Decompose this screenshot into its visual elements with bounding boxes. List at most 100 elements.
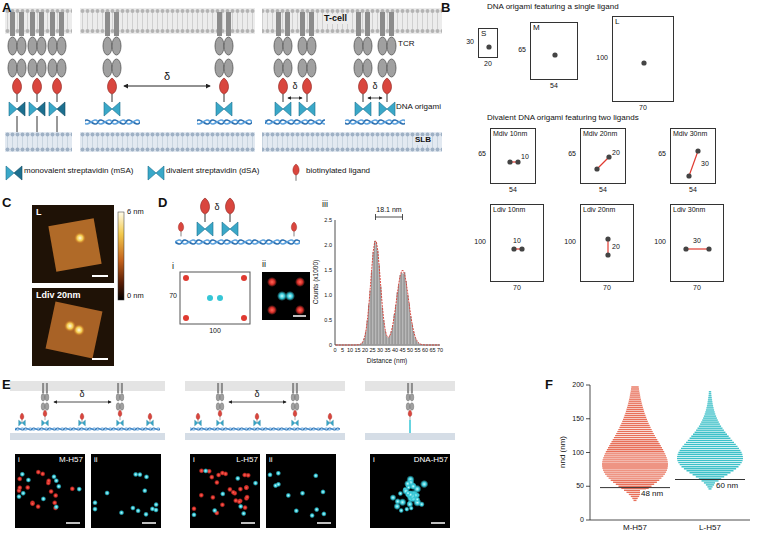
streptavidin-icon — [147, 420, 154, 426]
panel-e-art — [10, 381, 455, 528]
swarm-row — [677, 460, 742, 461]
histogram-bar — [391, 331, 392, 345]
histogram-bar — [388, 338, 389, 345]
spot — [35, 504, 41, 510]
figure-label: i — [18, 456, 20, 465]
swarm-row — [615, 435, 655, 436]
distance-value: 30 — [693, 237, 701, 245]
figure-label: 70 — [513, 284, 521, 292]
spot — [419, 501, 425, 507]
figure-label: 2.0 — [324, 242, 332, 248]
ligand-dot — [507, 159, 512, 164]
figure-label: C — [2, 196, 11, 210]
figure-label: i — [193, 456, 195, 465]
figure-label: 2.5 — [324, 217, 332, 223]
figure-label: nnd (nm) — [559, 436, 568, 468]
figure-label: 54 — [689, 186, 697, 194]
figure-label: 30 — [466, 38, 474, 46]
figure-label: 50 — [407, 347, 413, 353]
streptavidin-icon — [19, 420, 26, 426]
swarm-row — [684, 444, 736, 445]
spot — [92, 506, 98, 512]
swarm-row — [632, 498, 637, 499]
spot — [53, 493, 59, 499]
ligand-dot — [594, 166, 599, 171]
box-title: Mdiv 20nm — [583, 130, 617, 138]
figure-label: δ — [164, 70, 170, 82]
swarm-row — [631, 390, 640, 391]
streptavidin-icon — [217, 420, 224, 426]
swarm-row — [698, 428, 723, 429]
ligand-icon — [80, 413, 84, 423]
swarm-row — [610, 443, 659, 444]
ligand-icon — [218, 410, 222, 420]
figure-label: δ — [254, 390, 259, 400]
swarm-row — [628, 405, 643, 406]
figure-label: Ldiv 20nm — [36, 291, 81, 301]
figure-label: F — [545, 378, 553, 392]
figure-label: 10 — [347, 347, 353, 353]
swarm-row — [605, 473, 665, 474]
figure-label: 65 — [658, 150, 666, 158]
panel-f-art — [586, 385, 750, 520]
origami-box: L — [612, 16, 674, 102]
swarm-row — [611, 480, 660, 481]
origami-box: Mdiv 20nm20 — [580, 128, 626, 184]
ligand-icon — [255, 413, 259, 423]
ligand-icon — [148, 413, 152, 423]
figure-label: 0 — [329, 342, 332, 348]
spot — [212, 508, 218, 514]
panel-c-art — [32, 205, 124, 366]
figure-label: δ — [214, 203, 219, 213]
figure-label: A — [2, 1, 11, 15]
swarm-row — [683, 446, 738, 447]
ligand-dot — [706, 246, 711, 251]
ligand-icon — [43, 410, 47, 420]
figure-label: Divalent DNA origami featuring two ligan… — [487, 114, 639, 123]
spot — [54, 504, 60, 510]
figure-label: 35 — [384, 347, 390, 353]
spot — [143, 512, 149, 518]
figure-label: 54 — [550, 82, 558, 90]
figure-label: 60 nm — [715, 482, 739, 491]
ligand-dot — [511, 246, 516, 251]
histogram-bar — [400, 275, 401, 345]
origami-box: Mdiv 30nm30 — [670, 128, 716, 184]
swarm-row — [690, 472, 731, 473]
ligand-icon — [20, 413, 24, 423]
dna-tether — [409, 420, 411, 433]
spot — [41, 496, 47, 502]
spot — [70, 486, 76, 492]
origami-box: M — [530, 22, 578, 80]
spot — [313, 473, 319, 479]
histogram-bar — [380, 286, 381, 345]
figure-label: 30 — [377, 347, 383, 353]
figure-label: Counts (x1000) — [312, 260, 319, 304]
swarm-row — [707, 486, 712, 487]
figure-label: 0 — [580, 516, 584, 524]
swarm-row — [631, 386, 638, 387]
swarm-row — [626, 411, 644, 412]
swarm-row — [696, 476, 724, 477]
spot — [244, 494, 250, 500]
swarm-row — [709, 393, 712, 394]
figure-label: 65 — [518, 46, 526, 54]
figure-label: M-H57 — [623, 524, 647, 533]
ligand-dots — [581, 205, 635, 283]
spot — [238, 504, 244, 510]
figure-label: i — [373, 456, 375, 465]
figure-label: TCR — [398, 40, 414, 49]
spot — [244, 485, 250, 491]
ligand-dot — [683, 246, 688, 251]
figure-label: 100 — [596, 54, 608, 62]
spot — [203, 468, 209, 474]
figure-label: 150 — [572, 415, 584, 423]
histogram-bar — [407, 295, 408, 345]
spot — [26, 477, 32, 483]
swarm-row — [613, 439, 658, 440]
spot — [216, 472, 222, 478]
figure-label: M-H57 — [59, 456, 83, 465]
figure-label: 0.5 — [324, 317, 332, 323]
swarm-row — [680, 464, 741, 465]
spot — [241, 511, 247, 517]
